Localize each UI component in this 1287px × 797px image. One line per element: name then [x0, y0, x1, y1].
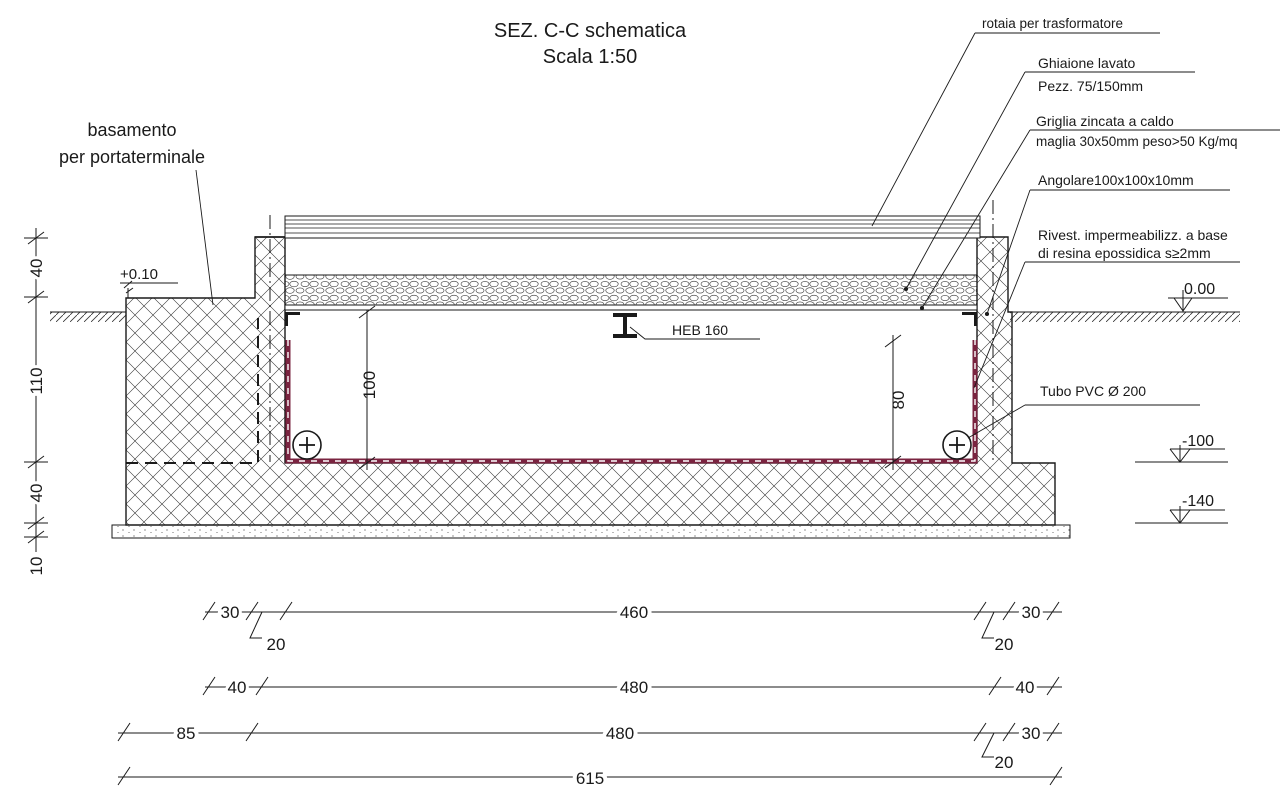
- heb-160-beam: [613, 313, 637, 338]
- level-000: 0.00: [1184, 281, 1215, 298]
- inner-dim-80: [884, 334, 902, 470]
- concrete-structure: [125, 236, 1056, 526]
- vdim-40-top: 40: [27, 259, 46, 278]
- pvc-pipe-left: [292, 430, 322, 460]
- inner-dim-80-label: 80: [889, 391, 908, 410]
- hdim-row2-lines: [202, 676, 1062, 696]
- hdim-row3-30: 30: [1022, 724, 1041, 743]
- title-line1: SEZ. C-C schematica: [494, 20, 687, 42]
- pvc-pipe-right: [942, 430, 972, 460]
- label-rotaia: rotaia per trasformatore: [982, 16, 1123, 31]
- hdim-row1-460: 460: [620, 603, 648, 622]
- label-ghiaione-2: Pezz. 75/150mm: [1038, 78, 1143, 94]
- hdim-row3-480: 480: [606, 724, 634, 743]
- label-angolare: Angolare100x100x10mm: [1038, 172, 1194, 188]
- hdim-row3-85: 85: [177, 724, 196, 743]
- hdim-row1-20-left: 20: [267, 635, 286, 654]
- vdim-40-bottom: 40: [27, 484, 46, 503]
- label-griglia-1: Griglia zincata a caldo: [1036, 113, 1174, 129]
- level-plus010: +0.10: [120, 266, 158, 283]
- level-mark-000: [1168, 290, 1228, 312]
- hdim-row3-20: 20: [995, 753, 1014, 772]
- gravel-layer: [284, 274, 978, 306]
- label-griglia-2: maglia 30x50mm peso>50 Kg/mq: [1036, 134, 1238, 149]
- label-rivest-1: Rivest. impermeabilizz. a base: [1038, 227, 1228, 243]
- hdim-row3-lines: [117, 722, 1062, 758]
- title-line2: Scala 1:50: [543, 46, 638, 68]
- vdim-110: 110: [27, 367, 46, 394]
- hdim-row1-20-right: 20: [995, 635, 1014, 654]
- level-minus100: -100: [1182, 433, 1214, 450]
- basamento-dashed-outline: [126, 318, 259, 464]
- label-heb: HEB 160: [672, 322, 728, 338]
- level-mark-minus100: [1135, 445, 1228, 463]
- left-vertical-dim-line: [24, 228, 48, 552]
- galvanized-grating: [284, 304, 978, 311]
- label-basamento-2: per portaterminale: [59, 147, 205, 167]
- inner-dim-100-label: 100: [360, 371, 379, 399]
- ground-soil: [50, 311, 1240, 322]
- hdim-row2-40-left: 40: [228, 678, 247, 697]
- level-mark-minus140: [1135, 506, 1228, 524]
- hdim-row4-lines: [117, 766, 1063, 786]
- hdim-row1-30-right: 30: [1022, 603, 1041, 622]
- hdim-row2-480: 480: [620, 678, 648, 697]
- hdim-row1-lines: [202, 601, 1062, 639]
- axis-lines: [269, 200, 994, 462]
- lean-concrete-base: [111, 524, 1071, 539]
- label-rivest-2: di resina epossidica s≥2mm: [1038, 245, 1211, 261]
- transformer-rail: [284, 215, 981, 239]
- label-tubo: Tubo PVC Ø 200: [1040, 383, 1146, 399]
- hdim-row2-40-right: 40: [1016, 678, 1035, 697]
- hdim-row4-615: 615: [576, 769, 604, 788]
- label-ghiaione-1: Ghiaione lavato: [1038, 55, 1136, 71]
- leader-lines: [195, 32, 1280, 439]
- level-mark-plus010: [120, 280, 178, 298]
- label-basamento-1: basamento: [87, 120, 176, 140]
- angle-profiles: [285, 312, 977, 326]
- vdim-10: 10: [27, 557, 46, 576]
- inner-dim-100: [358, 305, 376, 470]
- epoxy-lining: [285, 340, 978, 464]
- hdim-row1-30-left: 30: [221, 603, 240, 622]
- level-minus140: -140: [1182, 493, 1214, 510]
